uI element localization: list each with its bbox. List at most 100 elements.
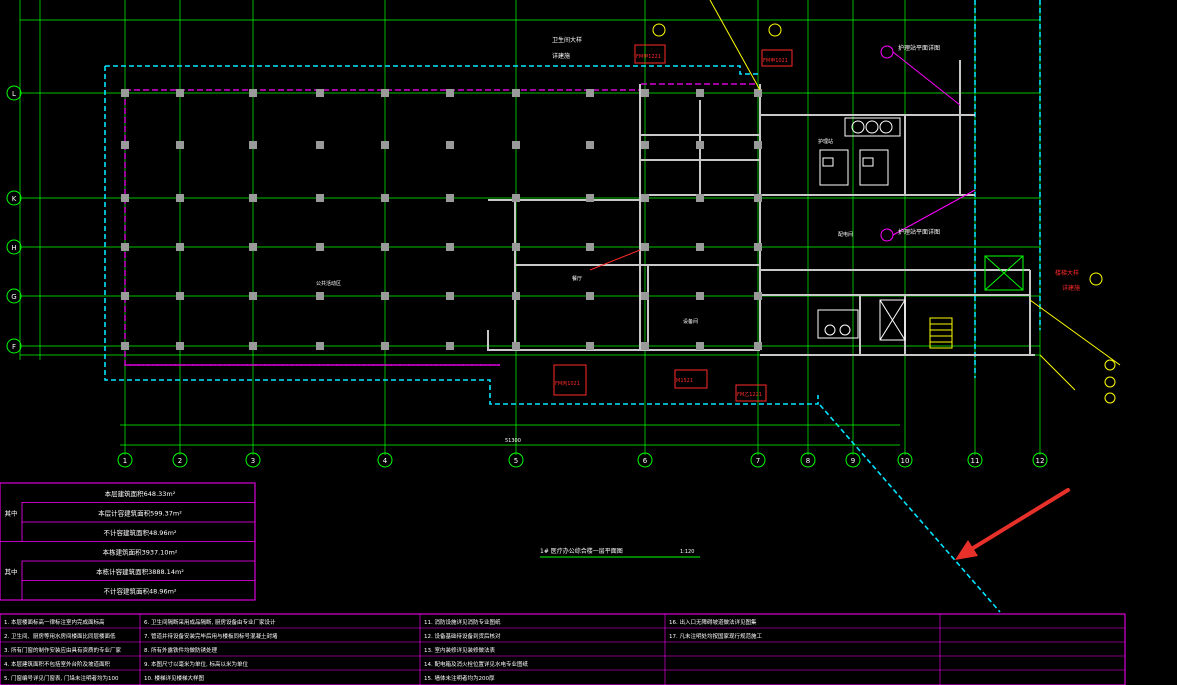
column	[586, 292, 594, 300]
column	[754, 89, 762, 97]
note-line: 9. 本图尺寸以毫米为单位, 标高以米为单位	[144, 660, 248, 668]
axis-bubble	[800, 452, 816, 468]
area-table-value: 本层计容建筑面积599.37m²	[98, 509, 182, 518]
column	[316, 342, 324, 350]
note-line: 5. 门窗编号详见门窗表, 门垛未注明者均为100	[4, 674, 119, 682]
building-outline	[104, 0, 1041, 613]
room-label-nurse: 护理站	[818, 138, 833, 145]
structural-columns	[121, 89, 762, 350]
column	[121, 342, 129, 350]
column	[381, 342, 389, 350]
column	[754, 292, 762, 300]
axis-bubble	[245, 452, 261, 468]
axis-label: 9	[851, 457, 855, 465]
stair	[709, 0, 1121, 391]
axis-bubble	[6, 190, 22, 206]
column	[512, 243, 520, 251]
column	[586, 89, 594, 97]
note-line: 3. 所有门窗的制作安装应由具有资质的专业厂家	[4, 646, 121, 654]
note-line: 1. 本层楼面标高一律标注室内完成面标高	[4, 618, 105, 626]
axis-label: 8	[806, 457, 810, 465]
column	[316, 89, 324, 97]
axis-bubble	[172, 452, 188, 468]
axis-bubble	[6, 288, 22, 304]
column	[641, 194, 649, 202]
column	[696, 141, 704, 149]
column	[176, 89, 184, 97]
axis-label: 3	[251, 457, 255, 465]
note-line: 16. 出入口无障碍坡道做法详见图集	[669, 618, 757, 626]
axis-label: 6	[643, 457, 648, 465]
axis-label: 5	[514, 457, 518, 465]
note-line: 13. 室内装修详见装修做法表	[424, 646, 495, 654]
column	[316, 194, 324, 202]
axis-bubble	[1032, 452, 1048, 468]
note-line: 2. 卫生间、厨房等用水房间楼面比同层楼面低	[4, 632, 116, 640]
column	[754, 141, 762, 149]
axis-bubble	[6, 338, 22, 354]
column	[754, 194, 762, 202]
area-table-value: 本栋计容建筑面积3888.14m²	[96, 567, 184, 576]
column	[696, 292, 704, 300]
column	[586, 342, 594, 350]
note-line: 4. 本层建筑面积不包括室外台阶及坡道面积	[4, 660, 110, 668]
stair-detail-label: 楼梯大样	[1055, 269, 1079, 277]
axis-bubble	[637, 452, 653, 468]
column	[512, 141, 520, 149]
area-table-value: 本层建筑面积648.33m²	[105, 489, 176, 498]
column	[249, 243, 257, 251]
column	[512, 89, 520, 97]
axis-label: 11	[971, 457, 980, 465]
column	[696, 243, 704, 251]
column	[586, 141, 594, 149]
column	[446, 194, 454, 202]
axis-bubble	[508, 452, 524, 468]
room-label-kitchen: 餐厅	[572, 275, 582, 282]
area-table-label: 其中	[5, 509, 18, 518]
notes-table: 1. 本层楼面标高一律标注室内完成面标高 2. 卫生间、厨房等用水房间楼面比同层楼…	[0, 613, 1126, 685]
yellow-callouts	[652, 23, 1116, 404]
area-table-label: 其中	[5, 567, 18, 576]
room-label-main-hall: 公共活动区	[316, 280, 341, 287]
drawing-title: 1# 医疗办公综合楼一层平面图	[540, 547, 623, 555]
furniture	[817, 117, 906, 341]
column	[586, 194, 594, 202]
note-line: 8. 所有外露铁件均做防锈处理	[144, 646, 217, 654]
column	[381, 141, 389, 149]
column	[641, 292, 649, 300]
axis-bubble	[897, 452, 913, 468]
column	[176, 194, 184, 202]
axis-label: 4	[383, 457, 388, 465]
column	[249, 292, 257, 300]
column	[754, 243, 762, 251]
column	[249, 89, 257, 97]
note-line: 6. 卫生间隔断采用成品隔断, 厨房设备由专业厂家设计	[144, 618, 276, 626]
column	[176, 141, 184, 149]
column	[446, 89, 454, 97]
note-line: 17. 凡未注明处均按国家现行规范施工	[669, 632, 762, 640]
column	[446, 292, 454, 300]
column	[641, 141, 649, 149]
column	[381, 243, 389, 251]
area-table-value: 不计容建筑面积48.96m²	[103, 528, 176, 537]
column	[316, 141, 324, 149]
column	[316, 292, 324, 300]
column	[121, 194, 129, 202]
column	[641, 243, 649, 251]
axis-bubble	[117, 452, 133, 468]
column	[696, 194, 704, 202]
total-dimension: 51300	[505, 438, 521, 444]
red-arrow-annotation	[955, 488, 1070, 560]
dimension-lines	[19, 0, 900, 446]
note-line: 11. 消防设施详见消防专业图纸	[424, 618, 501, 626]
detail-ref-1: 护理站平面详图	[898, 44, 940, 52]
column	[316, 243, 324, 251]
room-label-electrical: 配电间	[838, 231, 853, 238]
axis-label: 1	[123, 457, 127, 465]
column	[696, 342, 704, 350]
axis-bubble	[6, 239, 22, 255]
column	[641, 342, 649, 350]
